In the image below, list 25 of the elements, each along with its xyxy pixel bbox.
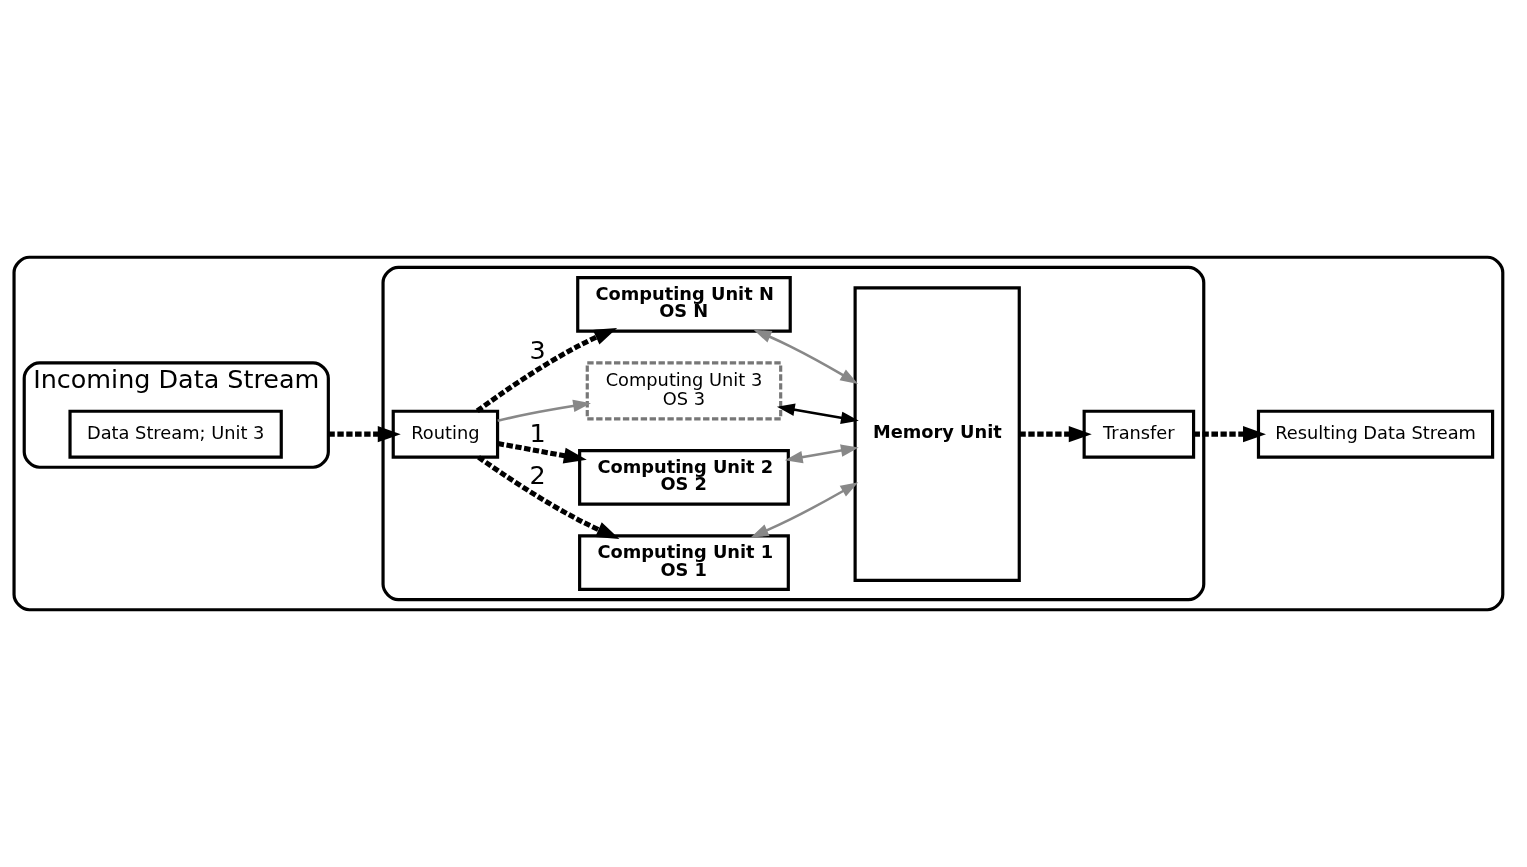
node-box: Data Stream; Unit 3 [68,409,283,459]
node-box: Transfer [1082,409,1196,459]
arrow [497,441,587,464]
arrow [776,403,859,424]
node-box: Resulting Data Stream [1256,409,1495,459]
node-box: Memory Unit [853,286,1021,583]
node-box: Routing [391,409,500,459]
arrow [328,426,401,443]
arrow [1193,426,1266,443]
node-box: Computing Unit N OS N [576,276,792,333]
node-box: Computing Unit 1 OS 1 [578,534,790,591]
arrow [750,482,859,538]
arrow [1019,426,1092,443]
edge-label: 1 [529,417,546,448]
cluster [12,255,1505,612]
arrow [784,444,859,464]
node-box: Computing Unit 2 OS 2 [578,449,790,506]
edge-label: 3 [529,335,546,366]
edge-label: 2 [529,459,546,490]
arrow [753,329,859,385]
arrow [497,399,591,423]
arrow [477,455,620,539]
cluster [381,265,1206,602]
node-box: Computing Unit 3 OS 3 [585,361,783,421]
arrow [475,327,618,413]
